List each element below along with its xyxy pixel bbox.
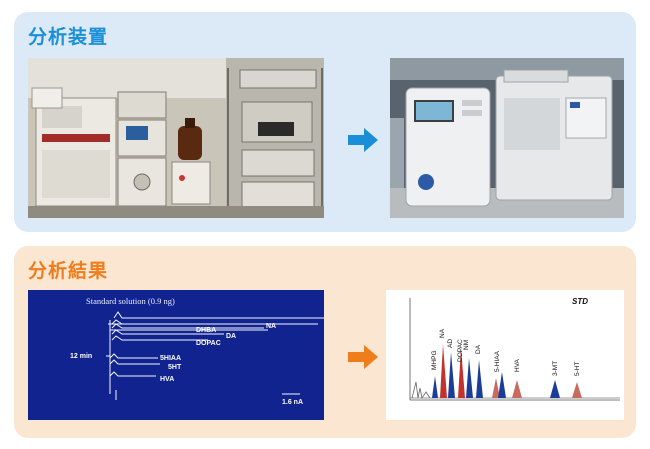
svg-text:5-HT: 5-HT [574, 362, 581, 376]
scale-bar-label: 1.6 nA [282, 399, 303, 406]
peak-labels: MHPG NA AD DOPAC NM DA 5-HIAA HVA 3-MT 5… [431, 328, 581, 376]
peak-label-dopac: DOPAC [196, 340, 221, 347]
legacy-chart-title: Standard solution (0.9 ng) [86, 296, 175, 306]
chromatogram-peaks [432, 344, 582, 398]
time-marker: 12 min [70, 353, 110, 360]
peak-label-na: NA [266, 323, 276, 330]
peak-label-5hiaa: 5HIAA [160, 355, 181, 362]
svg-text:NA: NA [439, 328, 446, 338]
peak-label-dhba: DHBA [196, 327, 216, 334]
equipment-panel: 分析装置 [14, 12, 636, 232]
legacy-chromatogram: Standard solution (0.9 ng) NA DHBA [28, 290, 324, 420]
svg-text:HVA: HVA [514, 358, 521, 372]
modern-equipment-photo [390, 58, 624, 218]
svg-text:DA: DA [475, 344, 482, 354]
svg-text:AD: AD [447, 339, 454, 348]
svg-text:NM: NM [463, 340, 470, 350]
svg-text:5-HIAA: 5-HIAA [494, 350, 501, 372]
modern-chromatogram: STD MHPG NA [386, 290, 624, 420]
peak-label-da: DA [226, 333, 236, 340]
peak-label-5ht: 5HT [168, 364, 182, 371]
peak-label-hva: HVA [160, 376, 174, 383]
results-title: 分析結果 [28, 260, 109, 282]
svg-text:3-MT: 3-MT [552, 361, 559, 376]
svg-text:MHPG: MHPG [431, 351, 438, 371]
results-panel: 分析結果 Standard solution (0.9 ng) [14, 246, 636, 438]
modern-chart-title: STD [572, 297, 588, 306]
svg-text:12 min: 12 min [70, 353, 92, 360]
equipment-title: 分析装置 [28, 26, 109, 48]
legacy-equipment-photo [28, 58, 324, 218]
legacy-trace [108, 311, 324, 400]
arrow-right-icon-2 [348, 345, 378, 373]
arrow-right-icon [348, 128, 378, 156]
svg-text:DOPAC: DOPAC [457, 339, 464, 362]
